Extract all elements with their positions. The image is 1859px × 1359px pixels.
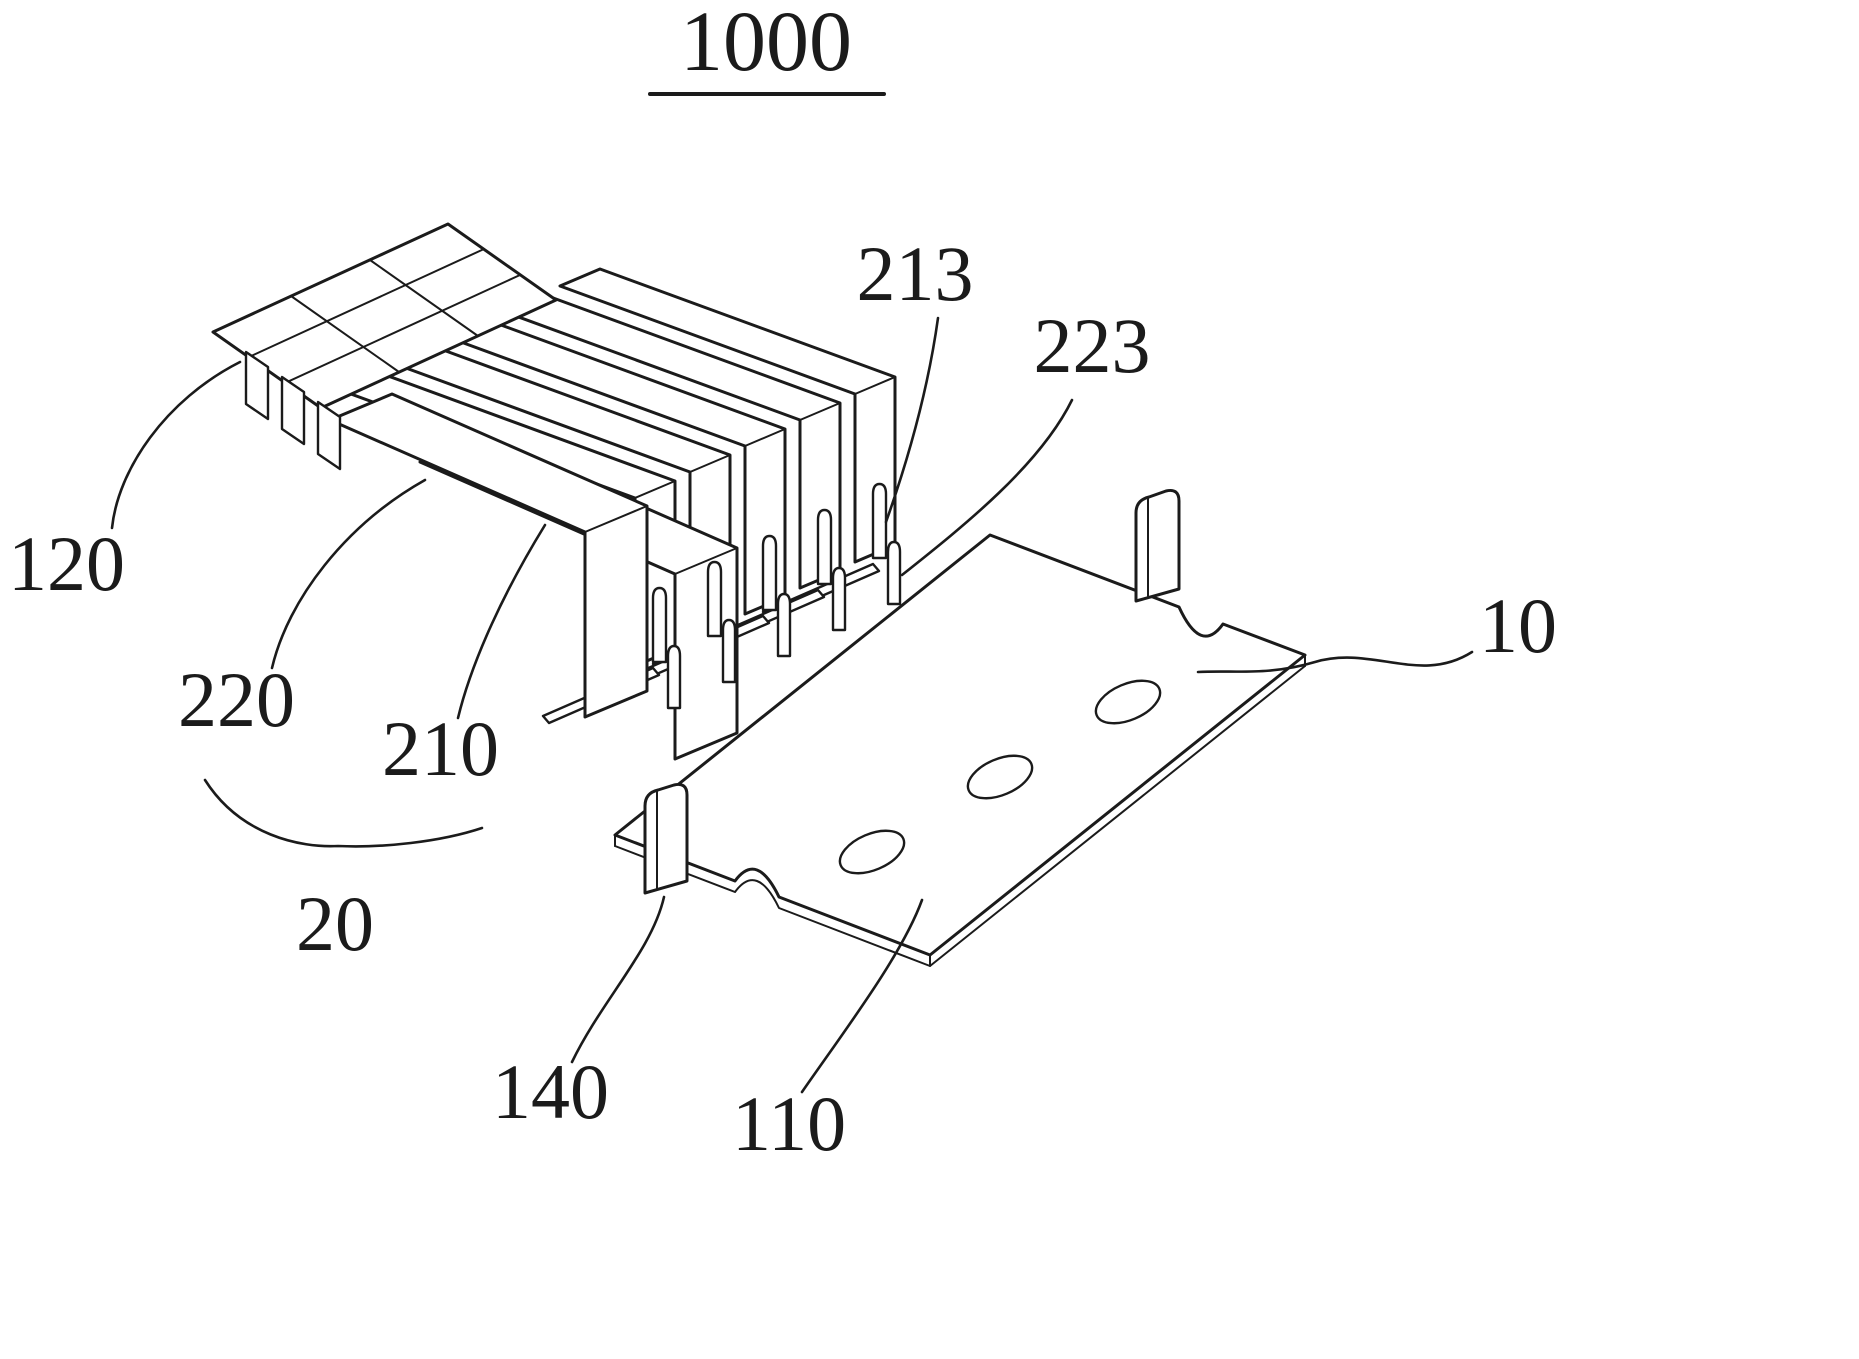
ref-label-20: 20 bbox=[296, 880, 374, 967]
contact-pin-tip-223 bbox=[776, 592, 792, 658]
contact-strips-front bbox=[328, 392, 739, 761]
contact-pin-tip-213 bbox=[816, 508, 833, 586]
plate-hole bbox=[1094, 679, 1162, 725]
comb-hanging-tab bbox=[280, 375, 306, 446]
ref-label-140: 140 bbox=[492, 1048, 609, 1135]
leader-line-110 bbox=[800, 898, 924, 1094]
tab-body bbox=[643, 783, 689, 895]
ref-label-213: 213 bbox=[857, 230, 974, 317]
ref-label-210: 210 bbox=[382, 705, 499, 792]
ref-label-10: 10 bbox=[1479, 582, 1557, 669]
strip-bend-crease bbox=[674, 547, 738, 575]
leader-lines bbox=[110, 316, 1474, 1094]
leader-line-213 bbox=[884, 316, 940, 524]
leader-brace-20 bbox=[203, 778, 484, 848]
ref-label-223: 223 bbox=[1034, 302, 1151, 389]
reference-labels: 1000 120 220 210 20 140 110 213 223 10 bbox=[8, 0, 1557, 1167]
contact-pin-tip-223 bbox=[886, 540, 902, 606]
contact-pins-front bbox=[666, 540, 902, 710]
ref-label-120: 120 bbox=[8, 520, 125, 607]
figure-title: 1000 bbox=[680, 0, 852, 89]
strip-bend-crease bbox=[584, 505, 648, 533]
carrier-comb-120 bbox=[211, 222, 558, 471]
leader-line-140 bbox=[570, 895, 666, 1064]
comb-grid-line bbox=[369, 259, 479, 337]
ref-label-220: 220 bbox=[178, 656, 295, 743]
contact-pin-tip-213 bbox=[761, 534, 778, 612]
contact-pin-tip-223 bbox=[831, 566, 847, 632]
strip-bend-crease bbox=[744, 428, 786, 447]
leader-line-120 bbox=[110, 360, 242, 530]
strip-bend-crease bbox=[689, 454, 731, 473]
contact-pin-tip-213 bbox=[871, 482, 888, 560]
contact-strip-210 bbox=[328, 392, 649, 719]
ref-label-110: 110 bbox=[732, 1080, 846, 1167]
leader-line-210 bbox=[456, 523, 547, 720]
contact-pin-tip-223 bbox=[721, 618, 737, 684]
tab-body bbox=[1134, 489, 1181, 603]
comb-grid-line bbox=[248, 248, 485, 358]
comb-hanging-tab bbox=[244, 350, 270, 421]
comb-grid-line bbox=[290, 295, 400, 373]
strip-bend-crease bbox=[799, 402, 841, 421]
plate-hole bbox=[838, 829, 906, 875]
base-plate bbox=[613, 533, 1307, 967]
strip-bend-crease bbox=[634, 480, 676, 499]
mounting-tab-140 bbox=[643, 783, 689, 895]
plate-hole bbox=[966, 754, 1034, 800]
mounting-tab-right bbox=[1134, 489, 1181, 603]
contact-pin-tip-213 bbox=[706, 560, 723, 638]
base-plate-thickness bbox=[614, 665, 1306, 967]
leader-line-220 bbox=[270, 478, 427, 670]
strip-bend-crease bbox=[854, 376, 896, 395]
comb-grid-line bbox=[284, 274, 521, 384]
contact-pins-rear bbox=[651, 482, 888, 664]
leader-line-10 bbox=[1196, 650, 1474, 674]
comb-hanging-tab bbox=[316, 400, 342, 471]
contact-pin-tip-213 bbox=[651, 586, 668, 664]
leader-line-223 bbox=[900, 398, 1074, 577]
contact-pin-tip-223 bbox=[666, 644, 682, 710]
